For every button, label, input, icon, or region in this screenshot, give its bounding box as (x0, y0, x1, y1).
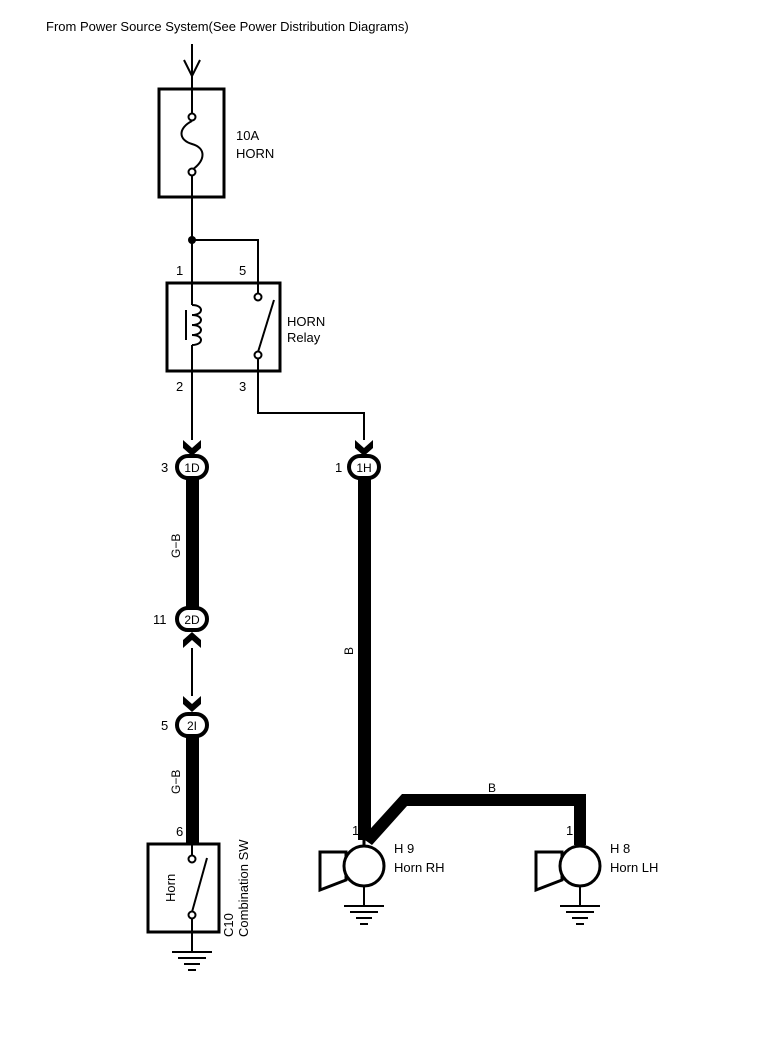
horn-relay (165, 281, 282, 373)
connector-2i-code: 2I (187, 719, 197, 733)
fuse-rating: 10A (236, 128, 259, 143)
switch-pin: 6 (176, 824, 183, 839)
power-source-label: From Power Source System(See Power Distr… (46, 19, 409, 34)
horn-lh-icon (534, 843, 602, 925)
relay-type: Relay (287, 330, 321, 345)
wire-g-b-lower-label: G−B (169, 770, 183, 794)
power-input-arrow (183, 44, 201, 88)
connector-1h-code: 1H (356, 461, 371, 475)
connector-2d-pin: 11 (153, 612, 167, 627)
wire-b-horizontal (362, 794, 586, 845)
relay-switch-blade (257, 299, 275, 353)
connector-1h-arrow-icon (355, 440, 373, 456)
connector-1d: 1D (175, 454, 209, 480)
relay-pin-5: 5 (239, 263, 246, 278)
connector-2d-arrow-icon (183, 632, 201, 648)
junction-dot (188, 236, 196, 244)
wire-g-b-upper-label: G−B (169, 534, 183, 558)
connector-2d-code: 2D (184, 613, 200, 627)
connector-2i-arrow-icon (183, 696, 201, 712)
relay-pin-1: 1 (176, 263, 183, 278)
horn-lh-name: Horn LH (610, 860, 658, 875)
wire-g-b-upper (186, 478, 199, 608)
wire-b-vertical (358, 478, 371, 840)
connector-1h: 1H (347, 454, 381, 480)
relay-name: HORN (287, 314, 325, 329)
ground-icon-switch (172, 932, 212, 971)
horn-lh-pin: 1 (566, 823, 573, 838)
supply-wire (191, 197, 259, 283)
horn-rh-icon (318, 838, 386, 925)
relay-to-1h-wire (257, 371, 365, 440)
switch-name: Combination SW (236, 839, 251, 937)
relay-contact-top (253, 292, 263, 302)
connector-1d-arrow-icon (183, 440, 201, 456)
connector-1d-pin: 3 (161, 460, 168, 475)
connector-2i: 2I (175, 712, 209, 738)
switch-blade (191, 857, 208, 913)
relay-pin-3: 3 (239, 379, 246, 394)
combination-switch: Horn (146, 842, 221, 934)
connector-1h-pin: 1 (335, 460, 342, 475)
wire-g-b-lower (186, 736, 199, 844)
wire-b-vertical-label: B (342, 647, 356, 655)
fuse-name: HORN (236, 146, 274, 161)
relay-contact-bottom (253, 350, 263, 360)
connector-2i-pin: 5 (161, 718, 168, 733)
switch-code: C10 (221, 913, 236, 937)
relay-pin-2: 2 (176, 379, 183, 394)
horn-rh-name: Horn RH (394, 860, 445, 875)
connector-2d: 2D (175, 606, 209, 632)
fuse-box (157, 87, 226, 199)
wire-b-horizontal-label: B (488, 781, 496, 795)
switch-label: Horn (163, 874, 178, 902)
horn-rh-pin: 1 (352, 823, 359, 838)
connector-1d-code: 1D (184, 461, 200, 475)
horn-lh-code: H 8 (610, 841, 630, 856)
relay-coil-icon (185, 304, 202, 346)
horn-rh-code: H 9 (394, 841, 414, 856)
